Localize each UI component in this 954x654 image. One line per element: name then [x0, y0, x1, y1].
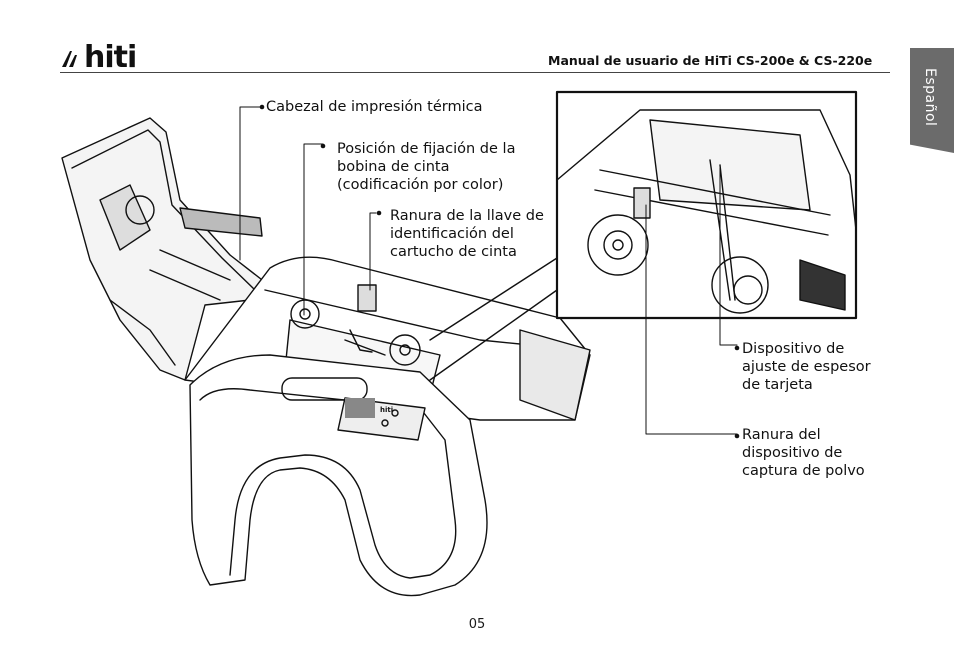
- printer-lid: [61, 117, 276, 381]
- callout-dust-capture: Ranura del dispositivo de captura de pol…: [742, 426, 865, 480]
- callout-card-thickness-line-1: Dispositivo de: [742, 341, 845, 357]
- callout-dust-capture-line-1: Ranura del: [742, 427, 821, 443]
- page-number: 05: [468, 617, 486, 632]
- zoom-connector-bottom: [429, 289, 558, 381]
- callout-card-thickness: Dispositivo de ajuste de espesor de tarj…: [742, 340, 871, 394]
- callout-thermal-head: Cabezal de impresión térmica: [266, 99, 483, 115]
- hiti-logo: hiti: [60, 40, 137, 75]
- callout-dust-capture-line-3: captura de polvo: [742, 463, 865, 479]
- callout-ribbon-spindle-line-1: Posición de fijación de la: [337, 141, 516, 157]
- callout-id-key-slot-line-2: identificación del: [390, 226, 514, 242]
- zoom-connector-top: [429, 257, 558, 341]
- callout-id-key-slot-line-3: cartucho de cinta: [390, 244, 517, 260]
- callout-card-thickness-line-2: ajuste de espesor: [742, 359, 871, 375]
- callout-ribbon-spindle: Posición de fijación de la bobina de cin…: [337, 140, 515, 194]
- callout-leaders: [239, 106, 738, 435]
- callout-id-key-slot: Ranura de la llave de identificación del…: [390, 207, 544, 261]
- zoom-detail: [555, 90, 858, 320]
- brand-text: hiti: [84, 40, 137, 75]
- callout-card-thickness-line-3: de tarjeta: [742, 377, 813, 393]
- hiti-logo-mark-icon: [62, 51, 77, 67]
- page-header-title: Manual de usuario de HiTi CS-200e & CS-2…: [548, 53, 873, 68]
- device-panel-logo: hiti: [380, 406, 393, 414]
- callout-dust-capture-line-2: dispositivo de: [742, 445, 843, 461]
- callout-ribbon-spindle-line-2: bobina de cinta: [337, 159, 450, 175]
- language-tab: Español: [910, 48, 954, 153]
- printer-body: [184, 256, 591, 597]
- header-divider: [60, 72, 890, 73]
- callout-id-key-slot-line-1: Ranura de la llave de: [390, 208, 544, 224]
- language-tab-label: Español: [922, 68, 938, 127]
- callout-ribbon-spindle-line-3: (codificación por color): [337, 177, 504, 193]
